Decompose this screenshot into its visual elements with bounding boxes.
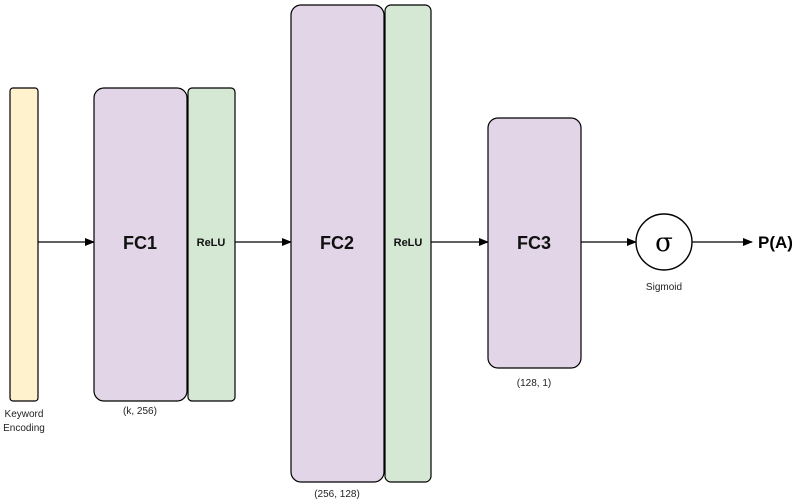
relu2-label: ReLU [394,237,423,249]
fc2-label: FC2 [320,233,354,253]
keyword-encoding-label-line2: Encoding [3,423,45,434]
fc3-label: FC3 [517,233,551,253]
relu1-block [187,87,236,402]
fc1-label: FC1 [123,233,157,253]
fc1-shape-label: (k, 256) [123,406,157,417]
sigma-icon: σ [655,228,673,258]
relu1-label: ReLU [197,237,226,249]
keyword-encoding-label-line1: Keyword [5,409,44,420]
fc1-block [93,87,188,402]
fc2-block [290,4,385,483]
fc2-shape-label: (256, 128) [314,489,360,500]
fc3-block [487,117,582,369]
relu2-block [384,4,432,483]
keyword-encoding-block [9,87,39,402]
sigmoid-label: Sigmoid [646,282,682,293]
output-label: P(A) [758,233,793,252]
fc3-shape-label: (128, 1) [517,378,551,389]
